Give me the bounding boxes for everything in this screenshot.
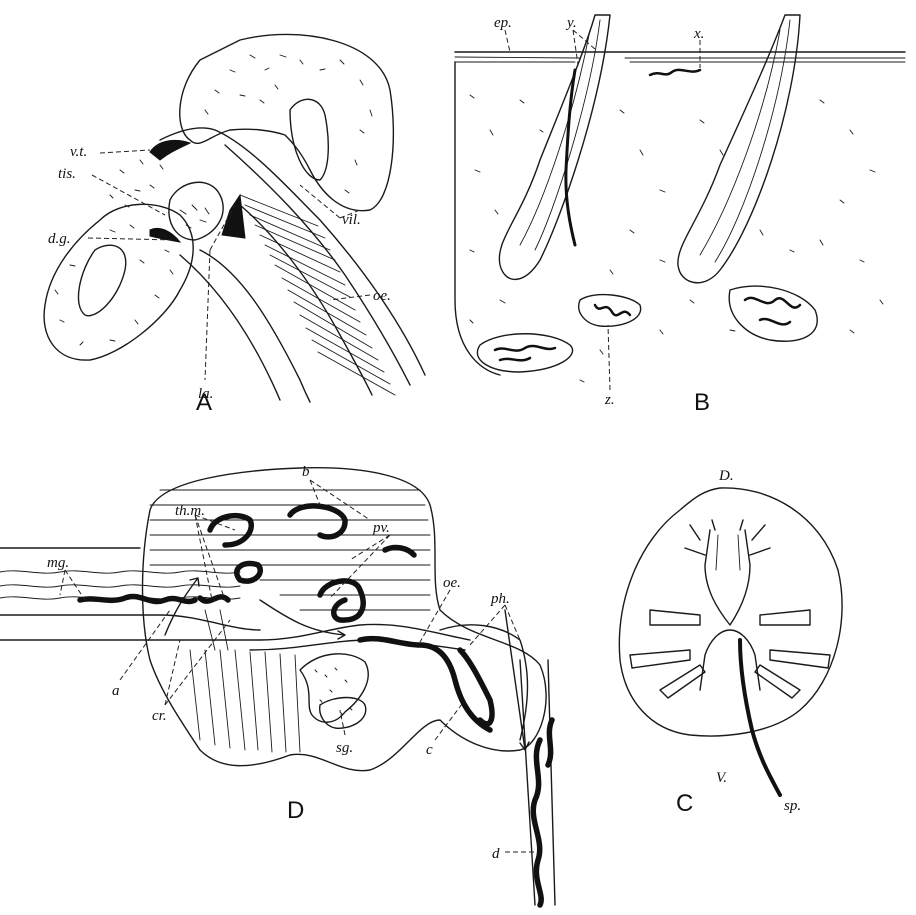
villus-upper: [180, 34, 394, 210]
oesophagus-outer-lower: [180, 255, 280, 400]
jaw-black: [222, 195, 245, 238]
label-oe: oe.: [443, 575, 461, 591]
caption-c: C: [676, 790, 693, 817]
label-vil: vil.: [342, 212, 361, 228]
label-cr: cr.: [152, 708, 167, 724]
villus-lower-inner: [78, 245, 125, 316]
label-x: x.: [693, 26, 704, 42]
muscle-hatching-v: [190, 610, 300, 752]
oesophagus-wall-3: [200, 250, 310, 402]
label-mg: mg.: [47, 555, 69, 571]
label-c: c: [426, 742, 433, 758]
figure-c: D. V. sp. C: [619, 468, 842, 817]
label-V: V.: [716, 770, 727, 786]
tissue-ball-inner: [180, 205, 209, 228]
label-D: D.: [718, 468, 734, 484]
label-ph: ph.: [490, 591, 510, 607]
label-a: a: [112, 683, 120, 699]
parasite-y: [566, 70, 575, 245]
arrow-oe: [260, 600, 345, 639]
arrow-c: [505, 610, 529, 750]
gut-wave-1: [0, 571, 240, 573]
nodule-2-worms: [595, 305, 630, 315]
label-dg: d.g.: [48, 231, 71, 247]
label-oe: oe.: [373, 288, 391, 304]
figure-b: ep. y. x. z. B: [455, 15, 905, 416]
nodule-3-worms: [745, 298, 800, 325]
figure-a: v.t. tis. d.g. la. vil. oe. A: [44, 34, 425, 416]
follicle-1: [499, 15, 610, 279]
caption-d: D: [287, 797, 304, 824]
label-sp: sp.: [784, 798, 801, 814]
tissue-ball: [169, 182, 223, 240]
label-z: z.: [604, 392, 615, 408]
nodule-3: [729, 286, 817, 341]
follicle-1-inner: [520, 20, 600, 250]
gut-wave-2: [0, 585, 240, 587]
dorsal-branch: [685, 520, 770, 625]
label-ep: ep.: [494, 15, 512, 31]
salivary-gland: [300, 654, 368, 722]
central-cavity: [700, 630, 760, 690]
caption-a: A: [196, 389, 212, 416]
parasite-x: [650, 70, 700, 75]
label-pv: pv.: [372, 520, 390, 536]
label-d: d: [492, 846, 500, 862]
label-tis: tis.: [58, 166, 76, 182]
skin-boundary: [455, 62, 500, 375]
label-vt: v.t.: [70, 144, 87, 160]
nodule-1-worms: [495, 346, 555, 360]
figure-d: th.m. b pv. mg. oe. ph. a cr. sg. c d D: [0, 464, 555, 905]
villus-lower: [44, 204, 193, 360]
spokes: [630, 610, 830, 698]
nodule-1: [477, 334, 572, 372]
follicle-2: [678, 15, 800, 283]
epidermis-line-2: [455, 57, 905, 58]
section-outline: [619, 488, 842, 736]
gland-stipple: [315, 668, 352, 714]
label-y: y.: [565, 15, 577, 31]
dorsal-branch-inner: [716, 535, 740, 570]
worms-d: [80, 506, 552, 905]
dermis-stipple: [470, 95, 883, 382]
follicle-2-inner: [700, 20, 790, 262]
label-thm: th.m.: [175, 503, 205, 519]
tooth-upper: [150, 140, 190, 160]
label-b: b: [302, 464, 310, 480]
caption-b: B: [694, 389, 710, 416]
oesophagus-wall-1: [225, 145, 410, 385]
label-sg: sg.: [336, 740, 353, 756]
spine-sp: [740, 640, 780, 795]
